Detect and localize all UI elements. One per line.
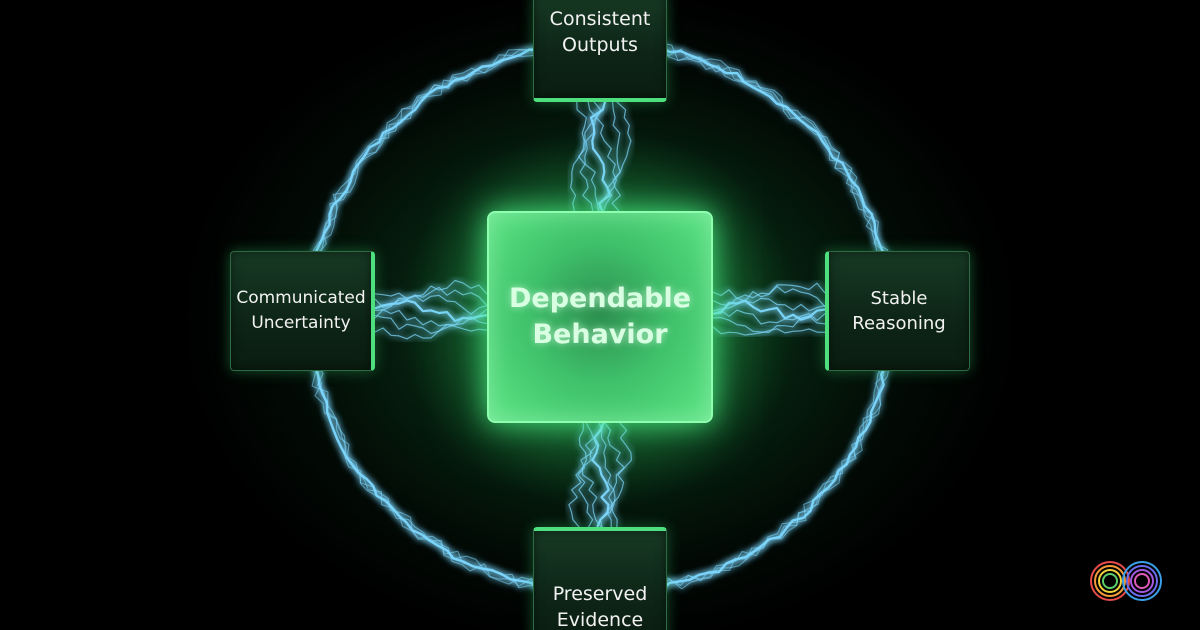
connector-bottom <box>591 422 610 528</box>
node-left-line2: Uncertainty <box>251 313 351 333</box>
lightning-connectors <box>374 101 826 528</box>
connector-right <box>712 309 826 325</box>
center-node-dependable-behavior: Dependable Behavior <box>487 211 713 423</box>
connector-right <box>712 315 826 333</box>
connector-left <box>374 279 488 300</box>
connector-bottom <box>577 422 595 528</box>
connector-bottom <box>599 422 616 528</box>
connector-right <box>712 299 826 321</box>
connector-right <box>712 297 826 312</box>
center-title-line2: Behavior <box>532 319 668 350</box>
connector-left <box>374 308 488 327</box>
node-preserved-evidence: Preserved Evidence <box>533 527 667 630</box>
connector-top <box>595 101 617 212</box>
node-bottom-line2: Evidence <box>556 608 644 630</box>
connector-left <box>374 324 488 340</box>
connector-top <box>584 101 602 212</box>
connector-top <box>602 101 621 212</box>
node-right-line1: Stable <box>870 288 928 309</box>
connector-top <box>611 101 632 212</box>
node-communicated-uncertainty: Communicated Uncertainty <box>230 251 375 371</box>
node-right-line2: Reasoning <box>852 313 946 334</box>
connector-right <box>712 326 826 336</box>
connector-bottom <box>610 422 632 528</box>
connector-left <box>374 314 488 334</box>
connector-bottom <box>604 422 625 528</box>
connector-left <box>374 299 488 323</box>
node-bottom-line1: Preserved <box>552 582 648 605</box>
node-left-line1: Communicated <box>236 288 366 308</box>
node-top-line2: Outputs <box>562 33 638 56</box>
node-consistent-outputs: Consistent Outputs <box>533 0 667 102</box>
rainbow-circular-logo-icon <box>1090 561 1162 601</box>
center-title-line1: Dependable <box>508 283 692 314</box>
connector-top <box>578 101 597 212</box>
node-top-line1: Consistent <box>549 7 651 30</box>
node-stable-reasoning: Stable Reasoning <box>825 251 970 371</box>
connector-bottom <box>568 422 587 528</box>
